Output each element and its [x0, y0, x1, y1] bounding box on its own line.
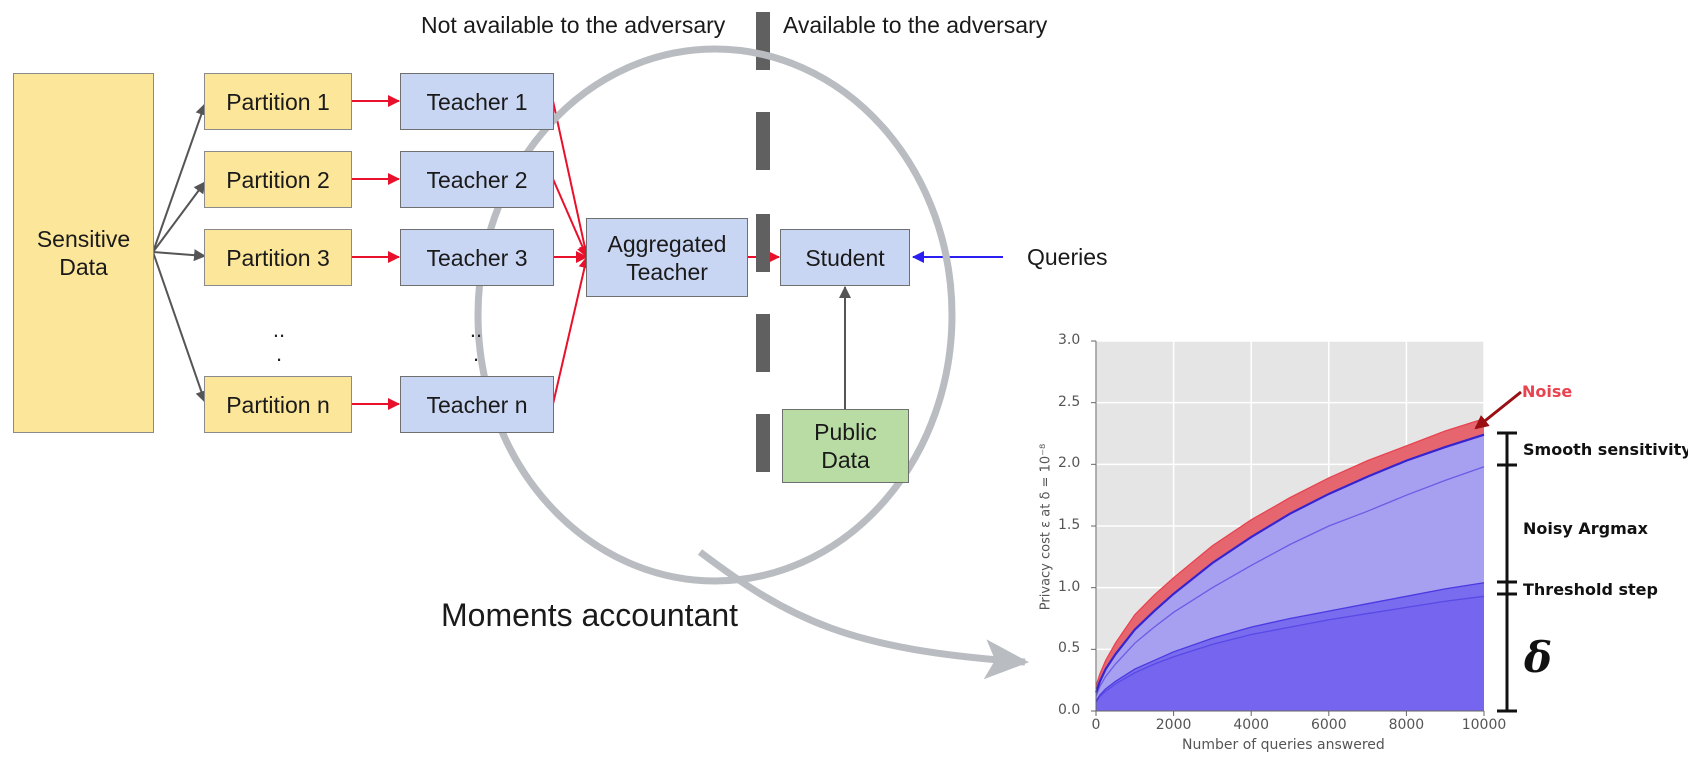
chart-ylabel: Privacy cost ε at δ = 10⁻⁸ — [1038, 443, 1054, 611]
y-tick-label: 0.5 — [1058, 640, 1081, 657]
public-data-line-2: Data — [821, 447, 870, 473]
not-available-label: Not available to the adversary — [421, 12, 726, 38]
moments-accountant-label: Moments accountant — [441, 597, 739, 633]
noisy-argmax-annotation: Noisy Argmax — [1523, 519, 1648, 538]
training-arrows — [351, 95, 400, 410]
sensitive-data-box: Sensitive Data — [13, 73, 154, 433]
partition-ellipsis: ... — [272, 317, 286, 366]
smooth-sensitivity-annotation: Smooth sensitivity — [1523, 440, 1688, 459]
x-tick-label: 8000 — [1388, 717, 1425, 733]
area-threshold-step — [1096, 582, 1484, 703]
public-data-line-1: Public — [814, 419, 877, 445]
privacy-cost-chart — [1091, 340, 1522, 716]
line-smooth-sensitivity — [1094, 433, 1485, 693]
delta-annotation: δ — [1524, 633, 1553, 682]
teacher-n-box: Teacher n — [400, 376, 554, 433]
adversary-boundary — [756, 12, 770, 472]
partition-1-box: Partition 1 — [204, 73, 352, 130]
y-tick-label: 1.5 — [1058, 517, 1081, 533]
line-noisy-argmax — [1095, 466, 1485, 697]
noise-pointer-arrow — [1474, 390, 1522, 430]
moments-accountant-circle — [474, 45, 956, 585]
x-tick-label: 0 — [1091, 717, 1101, 733]
y-tick-label: 2.5 — [1058, 393, 1081, 410]
aggregated-line-1: Aggregated — [607, 230, 727, 257]
partition-3-box: Partition 3 — [204, 229, 352, 286]
area-smooth-sensitivity — [1096, 434, 1484, 697]
chart-axes — [1091, 340, 1485, 716]
partition-2-box: Partition 2 — [204, 151, 352, 208]
partition-n-box: Partition n — [204, 376, 352, 433]
chart-areas — [1094, 418, 1485, 711]
y-tick-label: 3.0 — [1058, 332, 1081, 348]
teacher-1-box: Teacher 1 — [400, 73, 554, 130]
public-data-box: Public Data — [782, 409, 909, 483]
threshold-step-annotation: Threshold step — [1523, 580, 1658, 599]
y-tick-label: 2.0 — [1058, 455, 1081, 472]
aggregated-teacher-box: Aggregated Teacher — [586, 218, 748, 297]
teacher-3-box: Teacher 3 — [400, 229, 554, 286]
student-box: Student — [780, 229, 910, 286]
aggregated-line-2: Teacher — [626, 258, 708, 285]
chart-xlabel: Number of queries answered — [1182, 737, 1385, 753]
x-tick-label: 6000 — [1310, 717, 1347, 733]
x-tick-label: 4000 — [1233, 717, 1270, 733]
sensitive-data-line-2: Data — [59, 254, 108, 280]
sensitive-data-line-1: Sensitive — [36, 226, 131, 252]
available-label: Available to the adversary — [783, 12, 1048, 38]
line-- — [1095, 595, 1485, 703]
moments-accountant-arrow — [697, 549, 1029, 680]
y-tick-label: 0.0 — [1058, 702, 1081, 718]
teacher-ellipsis: ... — [469, 317, 483, 366]
x-tick-label: 10000 — [1461, 717, 1507, 733]
y-tick-label: 1.0 — [1058, 578, 1081, 595]
queries-label: Queries — [1027, 244, 1108, 270]
data-split-arrows — [152, 103, 208, 403]
x-tick-label: 2000 — [1155, 717, 1192, 733]
line-threshold-step — [1095, 582, 1485, 702]
area-- — [1096, 596, 1484, 711]
noise-annotation: Noise — [1522, 382, 1573, 401]
line-noise — [1095, 418, 1485, 687]
area-noisy-argmax — [1096, 466, 1484, 702]
breakdown-bracket — [1497, 431, 1517, 713]
teacher-2-box: Teacher 2 — [400, 151, 554, 208]
